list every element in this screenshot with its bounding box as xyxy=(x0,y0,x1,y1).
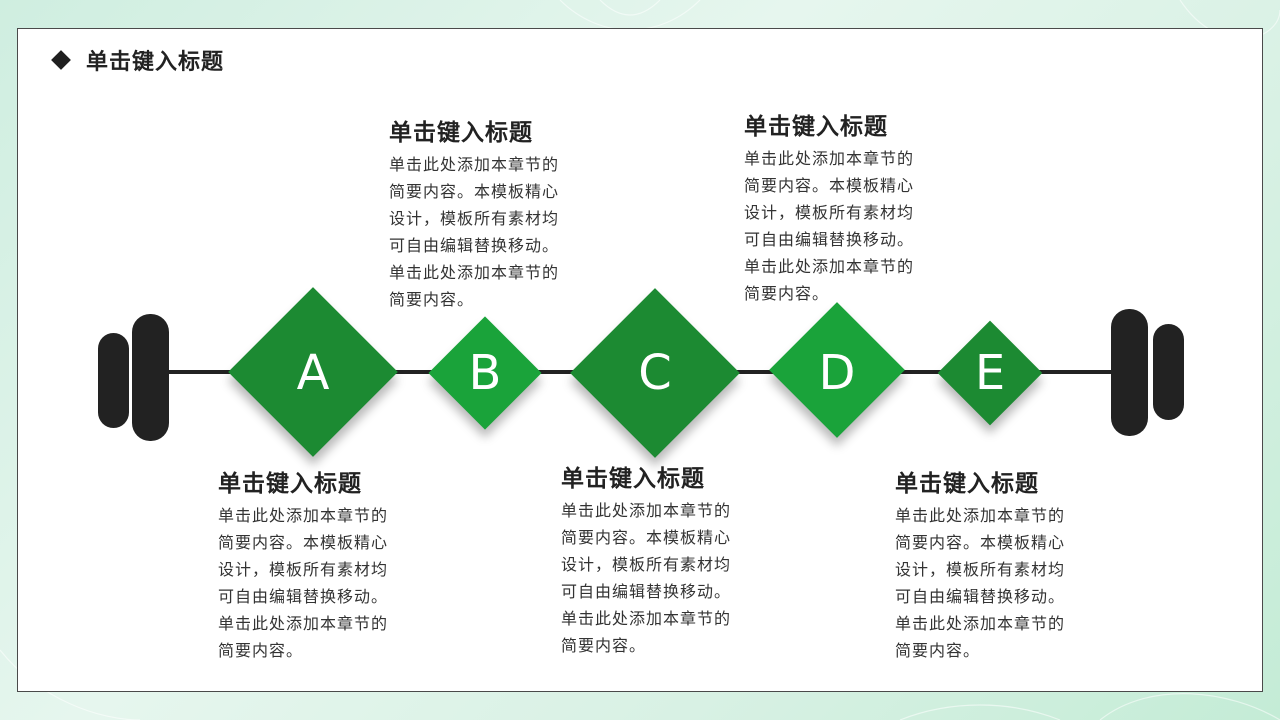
text-block-b: 单击键入标题 单击此处添加本章节的简要内容。本模板精心设计，模板所有素材均可自由… xyxy=(389,117,589,313)
block-body: 单击此处添加本章节的简要内容。本模板精心设计，模板所有素材均可自由编辑替换移动。… xyxy=(389,155,560,309)
text-block-a: 单击键入标题 单击此处添加本章节的简要内容。本模板精心设计，模板所有素材均可自由… xyxy=(218,468,418,664)
step-letter-a: A xyxy=(296,345,330,401)
header: 单击键入标题 xyxy=(51,44,225,76)
page-title: 单击键入标题 xyxy=(86,50,225,75)
step-letter-c: C xyxy=(638,345,672,401)
block-title: 单击键入标题 xyxy=(744,114,888,140)
block-body: 单击此处添加本章节的简要内容。本模板精心设计，模板所有素材均可自由编辑替换移动。… xyxy=(218,506,389,660)
step-letter-b: B xyxy=(468,345,502,401)
block-title: 单击键入标题 xyxy=(389,120,533,146)
left-inner-plate xyxy=(132,314,169,441)
text-block-e: 单击键入标题 单击此处添加本章节的简要内容。本模板精心设计，模板所有素材均可自由… xyxy=(895,468,1095,664)
block-title: 单击键入标题 xyxy=(895,471,1039,497)
block-title: 单击键入标题 xyxy=(561,466,705,492)
block-body: 单击此处添加本章节的简要内容。本模板精心设计，模板所有素材均可自由编辑替换移动。… xyxy=(744,149,915,303)
left-outer-plate xyxy=(98,333,129,428)
step-letter-e: E xyxy=(974,345,1006,401)
right-inner-plate xyxy=(1111,309,1148,436)
block-body: 单击此处添加本章节的简要内容。本模板精心设计，模板所有素材均可自由编辑替换移动。… xyxy=(895,506,1066,660)
block-body: 单击此处添加本章节的简要内容。本模板精心设计，模板所有素材均可自由编辑替换移动。… xyxy=(561,501,732,655)
right-outer-plate xyxy=(1153,324,1184,420)
step-letter-d: D xyxy=(818,345,856,401)
block-title: 单击键入标题 xyxy=(218,471,362,497)
text-block-d: 单击键入标题 单击此处添加本章节的简要内容。本模板精心设计，模板所有素材均可自由… xyxy=(744,111,944,307)
diamond-bullet-icon xyxy=(51,50,71,70)
text-block-c: 单击键入标题 单击此处添加本章节的简要内容。本模板精心设计，模板所有素材均可自由… xyxy=(561,463,761,659)
